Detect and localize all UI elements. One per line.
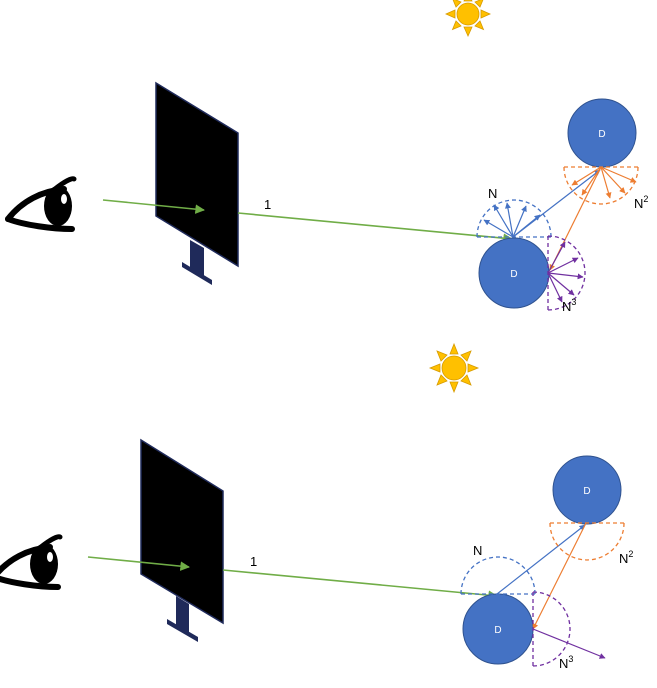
n2-ray bbox=[532, 522, 587, 630]
sphere-b-label: D bbox=[583, 486, 590, 497]
primary-ray bbox=[102, 199, 205, 214]
bottom-scene: 1 D D N N2 N3 bbox=[0, 342, 633, 671]
ray-label: 1 bbox=[264, 197, 271, 212]
normal-ray bbox=[496, 524, 586, 595]
normal-label: N bbox=[488, 186, 497, 201]
n3-label: N3 bbox=[559, 654, 573, 671]
normal-rays bbox=[483, 169, 601, 238]
normal-hemisphere bbox=[476, 199, 552, 238]
primary-ray-continued bbox=[222, 569, 498, 600]
sun-icon bbox=[428, 342, 480, 394]
normal-label: N bbox=[473, 543, 482, 558]
normal-hemisphere bbox=[460, 556, 536, 595]
n3-hemisphere bbox=[532, 591, 571, 667]
sphere-a-label: D bbox=[510, 269, 517, 280]
sphere-a-label: D bbox=[494, 625, 501, 636]
screen-icon bbox=[155, 81, 239, 285]
n2-hemisphere bbox=[563, 166, 639, 205]
sphere-b bbox=[552, 455, 622, 525]
n2-rays bbox=[549, 166, 637, 271]
n3-rays bbox=[547, 241, 584, 303]
top-scene: 1 D D N N2 bbox=[5, 0, 648, 314]
eye-icon bbox=[5, 176, 77, 232]
eye-icon bbox=[0, 534, 63, 590]
n3-ray bbox=[532, 628, 606, 659]
primary-ray bbox=[87, 556, 190, 571]
n3-hemisphere bbox=[547, 235, 586, 311]
n3-label: N3 bbox=[562, 297, 576, 314]
screen-icon bbox=[140, 438, 224, 642]
sphere-b-label: D bbox=[598, 129, 605, 140]
n2-hemisphere bbox=[549, 522, 625, 561]
n2-label: N2 bbox=[634, 194, 648, 211]
primary-ray-continued bbox=[237, 212, 513, 243]
n2-label: N2 bbox=[619, 549, 633, 566]
ray-label: 1 bbox=[250, 554, 257, 569]
sun-icon bbox=[445, 0, 491, 37]
